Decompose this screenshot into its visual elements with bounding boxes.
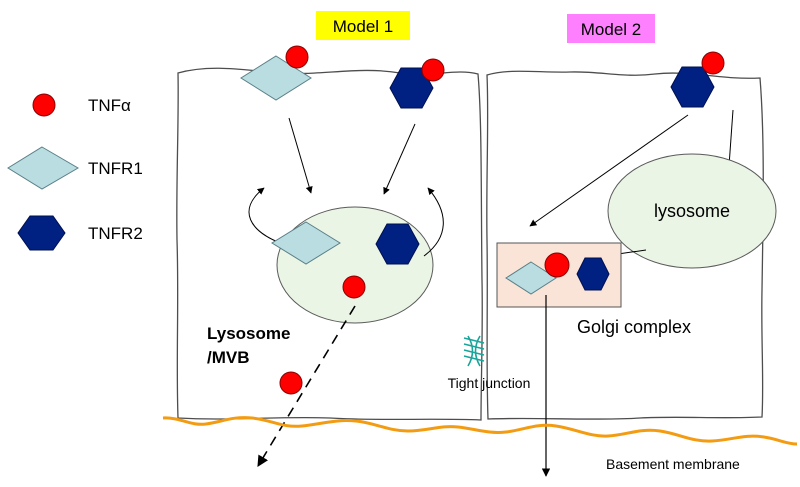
tnfr1-legend-icon (7, 146, 79, 190)
model1-title: Model 1 (316, 11, 410, 40)
tnfa-on-tnfr1-model1 (285, 45, 309, 69)
model1-title-box (316, 11, 410, 40)
tnfa-in-lysosome (342, 275, 366, 299)
cell-right-outline (486, 70, 764, 420)
tnfr1-in-lysosome (271, 221, 341, 265)
tnfa-on-tnfr2-model2 (701, 51, 725, 75)
model1-title-text: Model 1 (333, 17, 393, 36)
basement-membrane-label: Basement membrane (606, 456, 740, 472)
tnfa-in-golgi (544, 252, 570, 278)
lysosome-mvb-label-line1: Lysosome (207, 324, 290, 343)
arrow-tnfa-release-dashed (257, 305, 356, 467)
tnfa-legend-icon (32, 93, 56, 117)
lysosome-compartment-model2 (607, 153, 777, 269)
basement-membrane (162, 416, 798, 446)
tnfr2-in-golgi (576, 257, 610, 291)
tnfr2-legend-icon (17, 215, 66, 251)
tnfa-on-tnfr2-model1 (421, 58, 445, 82)
lysosome-mvb-label-line2: /MVB (207, 348, 250, 367)
arrow-recycling-right (423, 187, 444, 257)
model2-title-text: Model 2 (581, 20, 641, 39)
lysosome-label: lysosome (654, 201, 730, 221)
arrow-recycling-left (248, 187, 284, 245)
tnfr1-legend-label: TNFR1 (88, 159, 143, 178)
tnfr2-legend-label: TNFR2 (88, 224, 143, 243)
arrow-to-golgi-model2 (529, 114, 689, 227)
tight-junction-coil-icon (463, 335, 485, 367)
arrow-tnfr2-internalization (383, 123, 416, 195)
model2-title: Model 2 (567, 14, 655, 43)
lysosome-mvb-compartment (276, 206, 434, 324)
tight-junction-label: Tight junction (448, 375, 531, 391)
tight-junction: Tight junction (448, 335, 531, 391)
tnfa-released (279, 371, 303, 395)
golgi-complex-label: Golgi complex (577, 317, 691, 337)
cell-left-outline (176, 67, 483, 421)
tnfr2-in-lysosome (375, 223, 420, 265)
model2-title-box (567, 14, 655, 43)
tnfa-legend-label: TNFα (88, 96, 131, 115)
arrow-tnfr1-internalization (288, 117, 313, 194)
legend: TNFα TNFR1 TNFR2 (7, 93, 143, 251)
